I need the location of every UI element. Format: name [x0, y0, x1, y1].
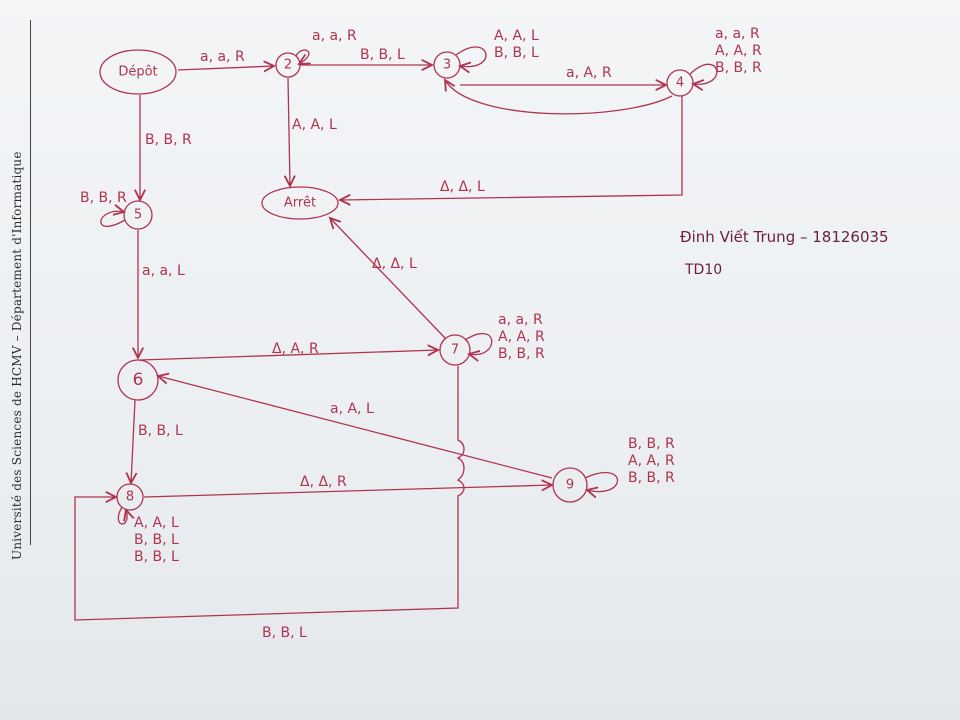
label-arret: Arrêt — [283, 195, 317, 211]
edge-6-7 — [139, 350, 438, 361]
label-state-2: 2 — [283, 57, 293, 73]
edge-label-9-6: a, A, L — [330, 401, 374, 417]
label-state-9: 9 — [565, 477, 575, 493]
edge-label-2-3: B, B, L — [360, 47, 405, 63]
label-state-6: 6 — [132, 370, 144, 390]
loop-5 — [100, 211, 125, 227]
loop-7 — [464, 333, 493, 355]
edge-label-6-8: B, B, L — [138, 423, 183, 439]
loop-9 — [584, 471, 619, 492]
edge-label-3-4: a, A, R — [566, 65, 612, 81]
loop-3 — [455, 46, 487, 67]
edge-depot-2 — [177, 66, 274, 70]
label-depot: Dépôt — [118, 64, 158, 80]
edge-label-depot-5: B, B, R — [145, 132, 192, 148]
edge-4-3 — [445, 80, 673, 115]
label-state-5: 5 — [133, 207, 143, 223]
edge-9-6 — [158, 376, 553, 479]
assignment-code: TD10 — [685, 262, 723, 278]
loop-4 — [689, 63, 718, 84]
edge-label-depot-2: a, a, R — [200, 49, 245, 65]
loop-8 — [117, 506, 127, 525]
loop-label-2: a, a, R — [312, 28, 357, 44]
edge-7-8 — [74, 366, 465, 621]
edge-label-6-7: Δ, A, R — [272, 341, 319, 357]
edge-4-arret — [340, 96, 683, 200]
label-state-4: 4 — [675, 75, 685, 91]
edge-7-arret — [330, 218, 446, 339]
edge-6-8 — [131, 399, 135, 483]
author-signature: Đinh Viết Trung – 18126035 — [680, 228, 889, 246]
label-state-3: 3 — [442, 57, 452, 73]
edge-label-8-9: Δ, Δ, R — [300, 474, 347, 490]
edge-label-4-arret: Δ, Δ, L — [440, 179, 485, 195]
edge-label-7-arret: Δ, Δ, L — [372, 256, 417, 272]
edge-8-9 — [143, 485, 552, 498]
label-state-8: 8 — [125, 489, 135, 505]
margin-rule — [30, 20, 31, 545]
edge-2-arret — [288, 77, 290, 186]
edge-label-2-arret: A, A, L — [292, 117, 337, 133]
state-depot — [99, 49, 177, 95]
edge-label-5-6: a, a, L — [142, 263, 185, 279]
label-state-7: 7 — [450, 342, 460, 358]
loop-label-5: B, B, R — [80, 190, 127, 206]
edge-label-7-8: B, B, L — [262, 625, 307, 641]
loop-2 — [295, 49, 309, 64]
